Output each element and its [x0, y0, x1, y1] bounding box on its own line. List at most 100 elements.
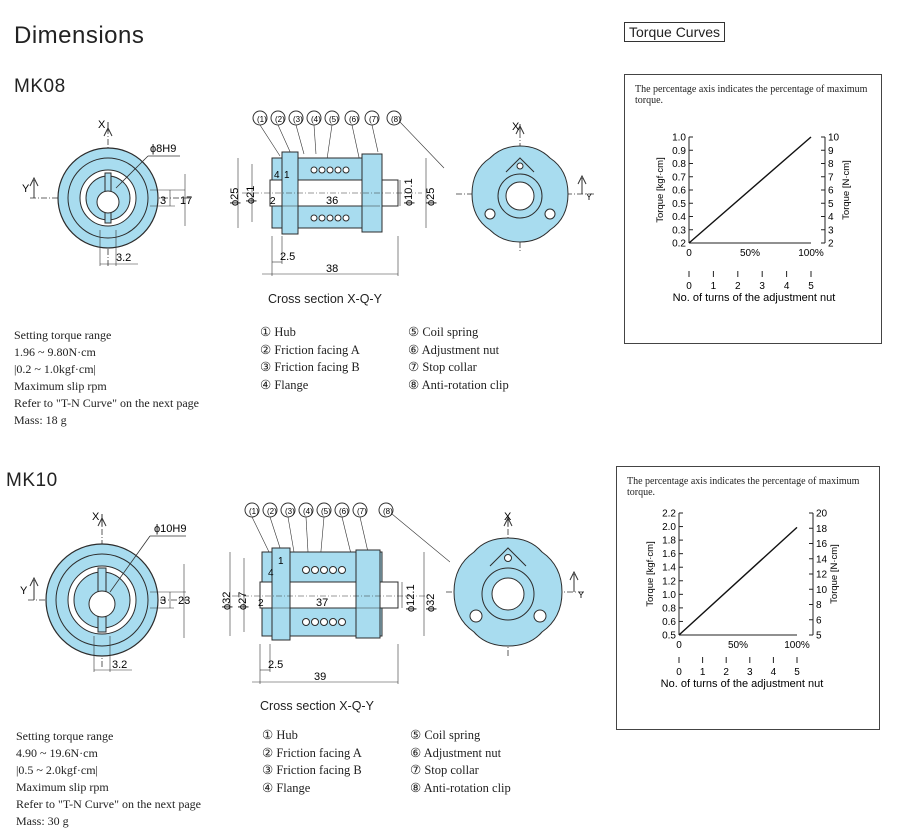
mk10-front-view: X Y ϕ10H9 3 23 3.2 [20, 511, 190, 672]
axis-y-label: Y [20, 585, 28, 597]
spec-line: 4.90 ~ 19.6N·cm [16, 746, 98, 760]
torque-line [688, 136, 812, 244]
dim-bore-dia: ϕ10.1 [403, 178, 415, 206]
spec-line: Mass: 30 g [16, 814, 69, 828]
y-tick-label-right: 18 [816, 524, 828, 535]
y-axis-label-left: Torque [kgf·cm] [655, 157, 666, 222]
spec-line: 1.96 ~ 9.80N·cm [14, 345, 96, 359]
mk08-right-view: X Y [456, 122, 596, 252]
x-tick-label: 0 [676, 640, 682, 651]
mk10-right-view: X Y [446, 511, 586, 658]
callout-2: (2) [275, 115, 285, 124]
callout-1: (1) [257, 115, 267, 124]
bore-dimension: ϕ10H9 [154, 523, 186, 535]
y-tick-label-right: 7 [828, 172, 834, 183]
y-tick-label-left: 0.7 [672, 172, 686, 183]
dim-inner-length: 37 [316, 597, 328, 609]
callout-5: (5) [321, 507, 331, 516]
part-item: ⑧ Anti-rotation clip [408, 377, 509, 392]
dim-height: 23 [178, 595, 190, 607]
axis-y-label: Y [586, 192, 592, 202]
model-title-mk10: MK10 [6, 470, 58, 491]
y-tick-label-right: 14 [816, 554, 828, 565]
y-tick-label-right: 9 [828, 146, 834, 157]
bore-dimension: ϕ8H9 [150, 143, 176, 155]
y-tick-label-left: 0.8 [672, 159, 686, 170]
x-tick-label: 100% [784, 640, 810, 651]
label-1: 1 [278, 556, 284, 567]
callout-7: (7) [357, 507, 367, 516]
mk10-parts-list: ① Hub ⑤ Coil spring ② Friction facing A … [262, 727, 550, 797]
mk10-cross-section: (1) (2) (3) (4) (5) (6) (7) (8) ϕ32 ϕ27 … [222, 502, 450, 684]
part-item: ② Friction facing A [260, 342, 360, 357]
y-tick-label-left: 1.8 [662, 536, 676, 547]
y-axis-label-right: Torque [N·cm] [841, 160, 852, 220]
axis-x-label: X [504, 511, 512, 523]
dim-total-length: 39 [314, 671, 326, 683]
part-callouts: (1) (2) (3) (4) (5) (6) (7) (8) [252, 110, 402, 126]
y-tick-label-right: 10 [816, 585, 828, 596]
y-tick-label-right: 6 [816, 615, 822, 626]
turns-tick-label: 5 [794, 667, 800, 678]
spec-line: Setting torque range [16, 729, 114, 743]
turns-tick-label: 1 [700, 667, 706, 678]
y-tick-label-right: 10 [828, 133, 840, 144]
callout-3: (3) [285, 507, 295, 516]
y-tick-label-left: 0.9 [672, 146, 686, 157]
y-tick-label-left: 0.8 [662, 603, 676, 614]
turns-tick-label: 1 [711, 281, 717, 292]
label-2: 2 [270, 196, 276, 207]
y-tick-label-left: 1.6 [662, 549, 676, 560]
axis-x-label: X [98, 119, 106, 131]
y-tick-label-right: 20 [816, 509, 828, 520]
turns-tick-label: 0 [686, 281, 692, 292]
y-tick-label-left: 2.2 [662, 509, 676, 520]
axis-x-label: X [92, 511, 100, 523]
y-tick-label-left: 0.6 [672, 186, 686, 197]
label-4: 4 [274, 170, 280, 181]
axis-x-label: X [512, 122, 520, 133]
turns-tick-label: 3 [747, 667, 753, 678]
turns-tick-label: 3 [759, 281, 765, 292]
part-item: ⑥ Adjustment nut [408, 342, 500, 357]
part-item: ③ Friction facing B [262, 763, 362, 777]
torque-chart-mk08: The percentage axis indicates the percen… [624, 74, 882, 344]
mk08-front-view: X Y ϕ8H9 3 17 3.2 [22, 119, 192, 268]
dim-height: 17 [180, 195, 192, 207]
part-item: ④ Flange [262, 780, 311, 795]
callout-8: (8) [391, 115, 401, 124]
label-2: 2 [258, 598, 264, 609]
dim-right-dia: ϕ32 [425, 594, 437, 612]
callout-4: (4) [303, 507, 313, 516]
mk10-specs: Setting torque range 4.90 ~ 19.6N·cm |0.… [16, 728, 201, 830]
turns-tick-label: 4 [784, 281, 790, 292]
dim-right-dia: ϕ25 [425, 188, 437, 206]
x-tick-label: 0 [686, 248, 692, 259]
spec-line: Maximum slip rpm [16, 780, 109, 794]
dim-width: 3.2 [112, 659, 127, 671]
chart-svg: 0.50.60.81.01.21.41.61.82.02.25681012141… [645, 509, 840, 691]
y-tick-label-left: 0.6 [662, 617, 676, 628]
callout-6: (6) [349, 115, 359, 124]
y-tick-label-right: 5 [816, 631, 822, 642]
callout-5: (5) [329, 115, 339, 124]
mk08-specs: Setting torque range 1.96 ~ 9.80N·cm |0.… [14, 327, 199, 429]
x-tick-label: 50% [728, 640, 748, 651]
x-tick-label: 50% [740, 248, 760, 259]
y-tick-label-right: 3 [828, 225, 834, 236]
model-title-mk08: MK08 [14, 76, 66, 97]
dim-inner-length: 36 [326, 195, 338, 207]
dim-small: 2.5 [268, 659, 283, 671]
dim-small: 2.5 [280, 251, 295, 263]
mk08-section-caption: Cross section X-Q-Y [268, 292, 382, 306]
dim-inner-dia: ϕ27 [237, 592, 249, 610]
axis-y-label: Y [22, 183, 30, 195]
torque-curves-title: Torque Curves [624, 22, 726, 42]
part-item: ① Hub [260, 325, 296, 339]
turns-tick-label: 2 [735, 281, 741, 292]
part-item: ⑤ Coil spring [410, 728, 481, 742]
dim-outer-dia: ϕ32 [222, 592, 233, 610]
mk10-section-caption: Cross section X-Q-Y [260, 699, 374, 713]
dim-bore-dia: ϕ12.1 [405, 584, 417, 612]
y-tick-label-right: 4 [828, 212, 834, 223]
